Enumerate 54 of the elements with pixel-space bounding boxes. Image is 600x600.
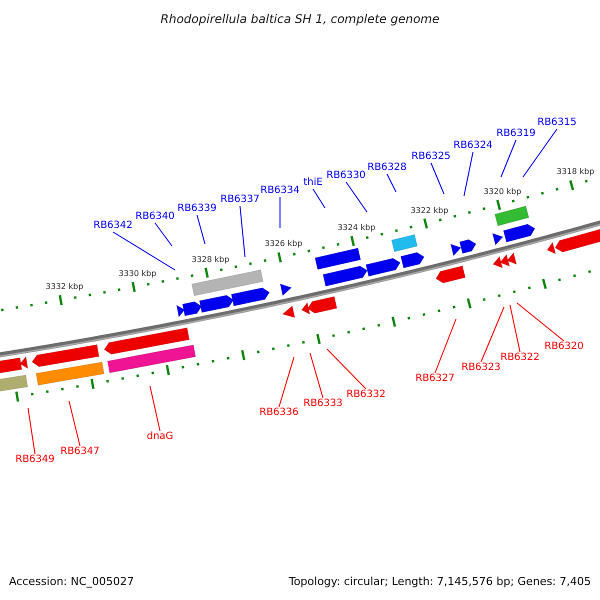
leader-line	[326, 348, 366, 390]
gene-label: RB6332	[346, 389, 386, 401]
gene-label: RB6342	[93, 220, 133, 232]
leader-line	[480, 306, 504, 362]
leader-line	[196, 214, 206, 244]
leader-line	[240, 206, 246, 258]
gene-label: RB6336	[259, 407, 299, 419]
title: Rhodopirellula baltica SH 1, complete genome	[160, 11, 440, 28]
leader-line	[386, 174, 396, 192]
leader-line	[312, 188, 326, 208]
gene-label: RB6333	[303, 398, 343, 410]
gene-label: RB6325	[411, 151, 451, 163]
leader-line	[278, 356, 294, 408]
gene-label: RB6327	[415, 373, 455, 385]
leader-line	[464, 152, 474, 196]
gene-label: RB6349	[15, 454, 55, 466]
gene-label: RB6319	[496, 128, 536, 140]
position-label: 3318 kbp	[556, 167, 594, 178]
leader-line	[430, 162, 444, 194]
leader-line	[434, 318, 456, 374]
gene-label: RB6315	[537, 117, 577, 129]
position-label: 3322 kbp	[410, 206, 448, 216]
leader-line	[112, 232, 176, 270]
gene-label: RB6347	[60, 446, 100, 458]
leader-line	[510, 304, 520, 352]
position-label: 3330 kbp	[118, 269, 156, 279]
gene-label: thiE	[303, 177, 323, 189]
leader-line	[310, 352, 324, 398]
position-label: 3320 kbp	[484, 186, 522, 197]
leader-line	[150, 386, 160, 432]
gene-label: RB6334	[260, 185, 300, 197]
gene-label: RB6323	[461, 362, 501, 374]
gene-label: RB6337	[220, 194, 260, 206]
gene-label: RB6339	[177, 203, 217, 215]
gene-label: RB6324	[453, 140, 493, 152]
gene-label: RB6320	[544, 341, 584, 353]
leader-line	[346, 182, 368, 212]
leader-line	[500, 140, 516, 178]
gene-label: dnaG	[146, 431, 174, 443]
position-label: 3328 kbp	[192, 254, 230, 265]
leader-line	[68, 400, 80, 446]
leader-line	[28, 408, 36, 454]
position-label: 3326 kbp	[264, 239, 302, 250]
genome-summary-note: Topology: circular; Length: 7,145,576 bp; Genes: 7,405	[288, 574, 591, 590]
position-label: 3332 kbp	[46, 282, 84, 292]
gene-label: RB6330	[326, 170, 366, 182]
gene-label: RB6340	[135, 211, 175, 223]
gene-label: RB6328	[367, 162, 407, 174]
leader-line	[154, 222, 172, 246]
gene-label: RB6322	[500, 352, 540, 364]
position-label: 3324 kbp	[338, 223, 376, 234]
leader-line	[522, 128, 558, 178]
accession-note: Accession: NC_005027	[9, 574, 134, 590]
leader-line	[516, 302, 564, 342]
